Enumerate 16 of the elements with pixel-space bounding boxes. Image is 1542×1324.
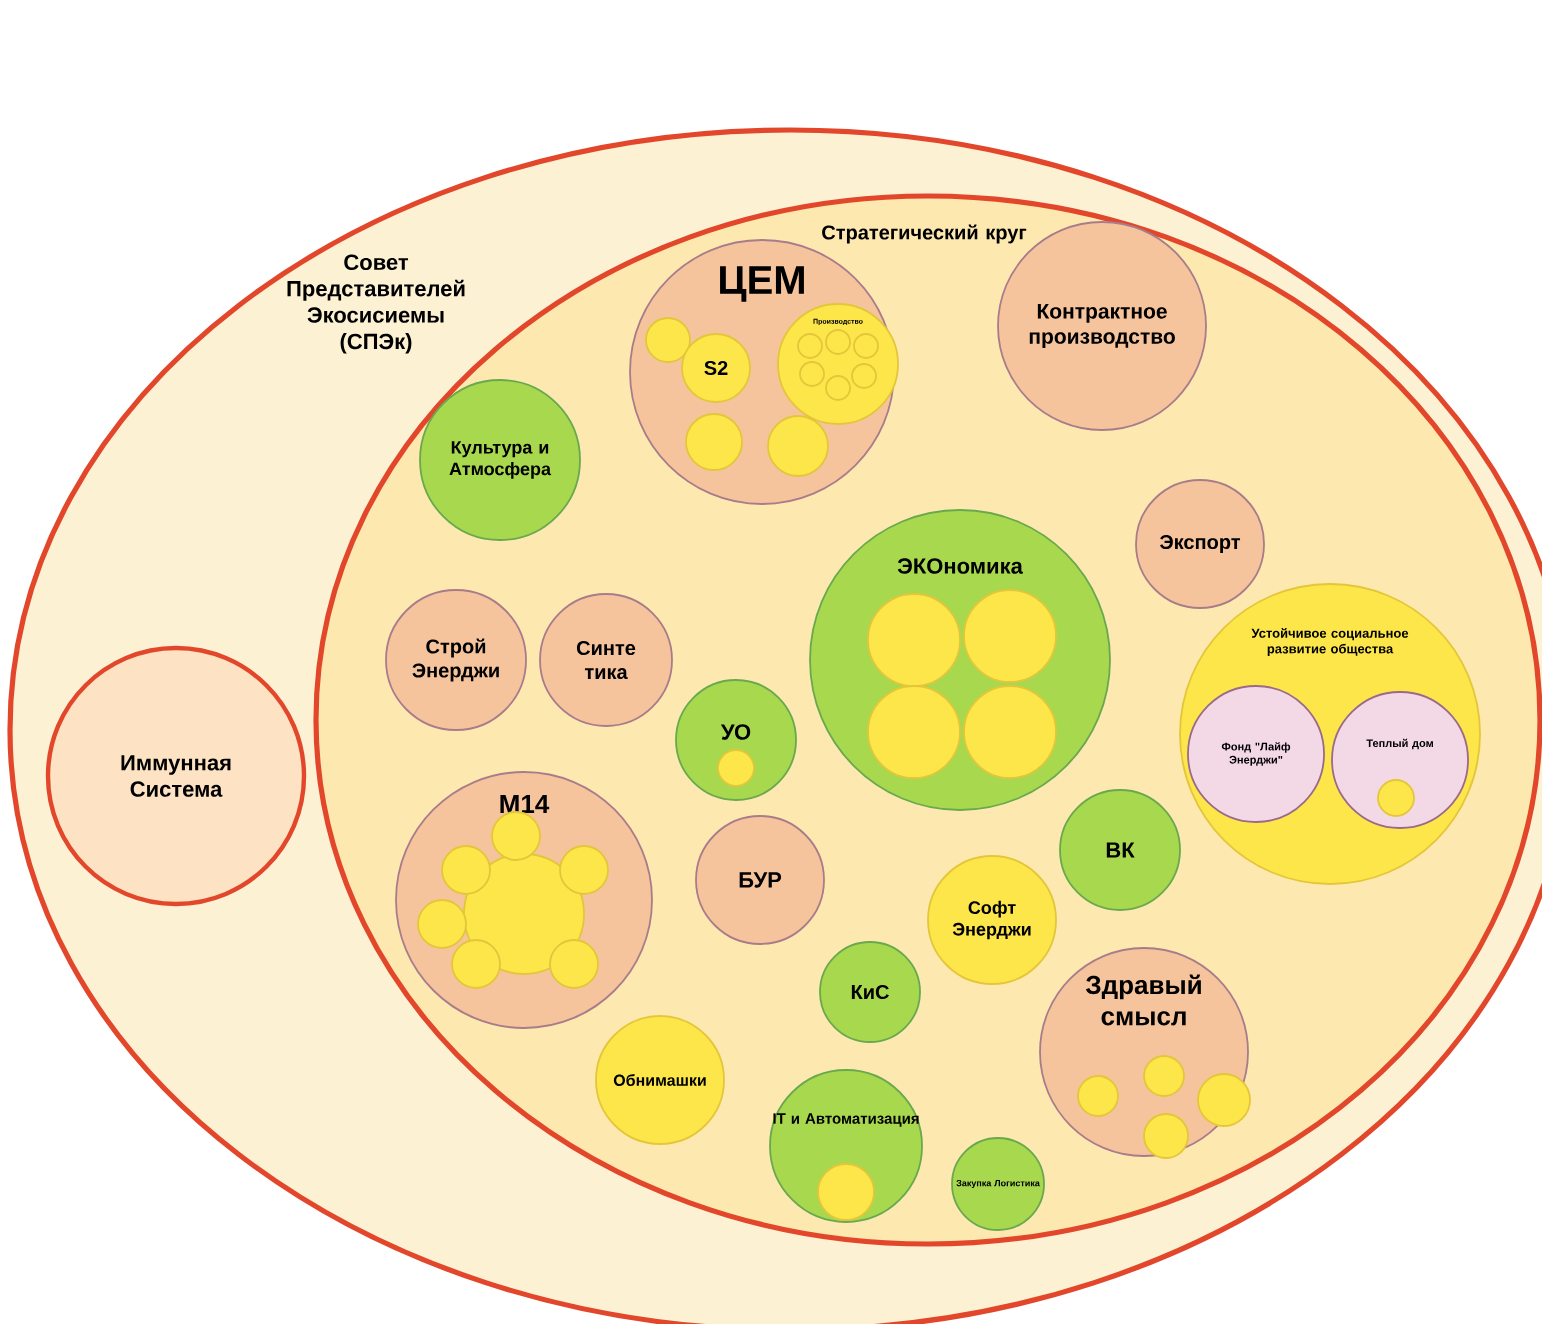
empty-circle bbox=[1143, 1055, 1185, 1097]
empty-circle bbox=[717, 749, 755, 787]
empty-circle bbox=[1143, 1113, 1189, 1159]
empty-circle bbox=[451, 939, 501, 989]
empty-circle bbox=[549, 939, 599, 989]
empty-circle bbox=[417, 899, 467, 949]
empty-circle bbox=[1077, 1075, 1119, 1117]
empty-circle bbox=[441, 845, 491, 895]
empty-circle bbox=[491, 811, 541, 861]
empty-circle bbox=[817, 1163, 875, 1221]
empty-circle bbox=[1377, 779, 1415, 817]
empty-circle bbox=[767, 415, 829, 477]
empty-circle bbox=[559, 845, 609, 895]
empty-circle bbox=[685, 413, 743, 471]
empty-circle bbox=[1197, 1073, 1251, 1127]
empty-circle bbox=[645, 317, 691, 363]
